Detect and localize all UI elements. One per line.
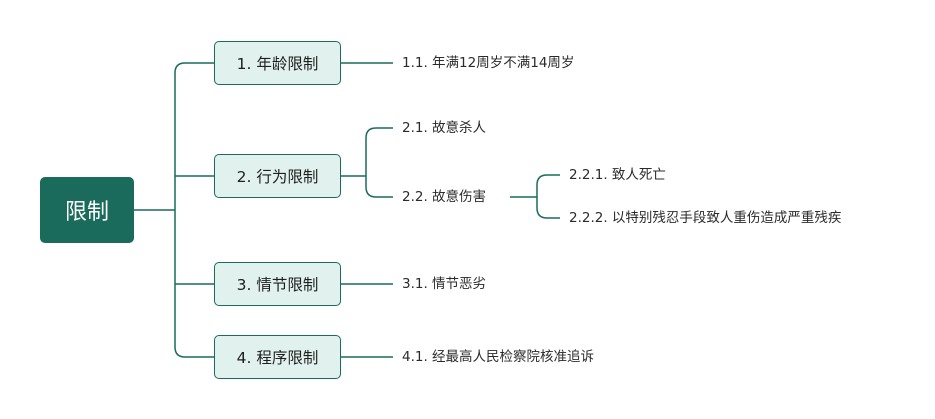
root-node[interactable]: 限制 <box>40 177 134 243</box>
leaf-node-2-2-2[interactable]: 2.2.2. 以特别残忍手段致人重伤造成严重残疾 <box>569 210 842 226</box>
branch-node-procedure[interactable]: 4. 程序限制 <box>214 335 341 379</box>
connector-branch-2 <box>341 127 393 198</box>
leaf-node-2-2[interactable]: 2.2. 故意伤害 <box>402 189 487 205</box>
leaf-node-3-1[interactable]: 3.1. 情节恶劣 <box>402 276 487 292</box>
leaf-node-2-2-1[interactable]: 2.2.1. 致人死亡 <box>569 167 666 183</box>
connector-root-branches <box>134 62 214 358</box>
branch-node-behavior[interactable]: 2. 行为限制 <box>214 154 341 198</box>
branch-node-plot[interactable]: 3. 情节限制 <box>214 262 341 306</box>
connector-node-2-2 <box>510 174 560 219</box>
branch-node-age[interactable]: 1. 年龄限制 <box>214 41 341 85</box>
leaf-node-4-1[interactable]: 4.1. 经最高人民检察院核准追诉 <box>402 349 595 365</box>
leaf-node-2-1[interactable]: 2.1. 故意杀人 <box>402 120 487 136</box>
leaf-node-1-1[interactable]: 1.1. 年满12周岁不满14周岁 <box>402 55 575 71</box>
